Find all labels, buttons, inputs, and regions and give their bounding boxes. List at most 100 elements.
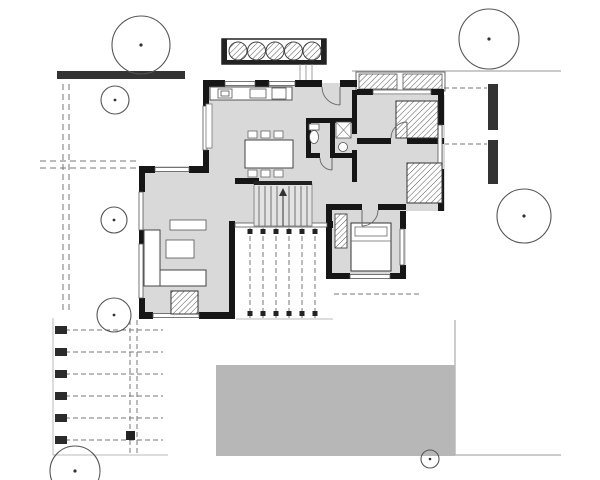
planter-bottom-bar (222, 60, 326, 64)
bed-second (406, 162, 443, 204)
planter-shrub (284, 41, 303, 61)
wall-west-living (139, 230, 145, 244)
dining-chair (247, 169, 258, 178)
wall-bath-south (306, 153, 320, 158)
entry-door-arc (321, 86, 341, 106)
tree-trunk-dot (139, 43, 143, 47)
east-retaining-wall-2 (488, 140, 498, 184)
bedroom-lower-door-arc (361, 209, 379, 227)
wall-hall (352, 90, 357, 134)
coffee-table (165, 239, 195, 259)
wall-west-upper (203, 150, 209, 173)
north-site-wall-bar (57, 71, 185, 79)
east-retaining-wall-1 (488, 84, 498, 130)
toilet-bowl (309, 130, 319, 144)
tree-canopy (49, 445, 101, 480)
drive-wall-bar-3 (55, 370, 67, 378)
tree-trunk-dot (487, 37, 491, 41)
window (138, 243, 144, 299)
bedroom-door-arc (390, 121, 408, 139)
tree-canopy (420, 449, 440, 469)
tree-canopy (100, 206, 128, 234)
pergola-post (260, 311, 266, 316)
roof-panel-hatch-2 (402, 73, 443, 90)
window (224, 81, 256, 86)
kitchen-stove (249, 88, 267, 99)
wall-top (295, 80, 322, 87)
planter-shrub (247, 41, 266, 61)
dining-chair (260, 169, 271, 178)
pergola-post (247, 229, 253, 234)
tree-trunk-dot (112, 218, 116, 222)
dining-chair (260, 130, 271, 139)
window (268, 81, 296, 86)
planter-cap-left (222, 39, 227, 64)
wall-bedroom-lower-top (326, 204, 362, 210)
dining-chair (273, 169, 284, 178)
sideboard (169, 219, 207, 231)
drive-wall-bar-6 (55, 436, 67, 444)
drive-wall-bar-2 (55, 348, 67, 356)
bath-sink (338, 142, 348, 152)
pergola-post (312, 311, 318, 316)
planter-cap-right (321, 39, 326, 64)
wall-top (255, 80, 269, 87)
tree-trunk-dot (112, 313, 116, 317)
entry-mat-hatch (170, 290, 199, 315)
pergola-post (273, 229, 279, 234)
wall-wing-top (431, 89, 444, 95)
dining-table (244, 139, 294, 169)
wall-corner (229, 221, 235, 228)
wall-stair-landing (235, 178, 259, 184)
window (437, 124, 443, 170)
pergola-post (247, 311, 253, 316)
dining-chair (273, 130, 284, 139)
wall-east-living (229, 228, 235, 319)
tree-canopy (100, 85, 130, 115)
wall-bedroom-divider (357, 138, 391, 144)
tree-canopy (111, 15, 171, 75)
wall-west-living (139, 166, 145, 192)
wall-west-upper (203, 80, 209, 106)
shower-diagonal (335, 121, 352, 139)
wall-wing-east (438, 95, 444, 125)
stairs-landing-bar (254, 181, 312, 185)
tree-trunk-dot (73, 469, 77, 473)
wall-hall (352, 150, 357, 182)
wall-bath-top (306, 118, 352, 123)
bed-master (395, 100, 439, 139)
bath-door-arc (319, 157, 333, 171)
wardrobe (334, 213, 348, 249)
wall-west-living (139, 298, 145, 319)
window (349, 274, 391, 279)
pergola-post (299, 229, 305, 234)
wall-bath-south (332, 153, 352, 158)
drive-wall-bar-4 (55, 392, 67, 400)
wall-top (203, 80, 225, 87)
wall-bedroom-lower-south (326, 273, 350, 279)
sofa-horizontal (159, 269, 207, 287)
wall-bedroom-divider (407, 138, 444, 144)
drive-wall-bar-5 (55, 414, 67, 422)
wall-bedroom-lower-south (390, 273, 406, 279)
pergola-post (312, 229, 318, 234)
toilet-tank (308, 123, 320, 131)
wall-south-living (139, 312, 153, 319)
drive-wall-bar-1 (55, 326, 67, 334)
kitchen-counter (209, 86, 293, 101)
wall-step (139, 166, 155, 173)
sofa-vertical (143, 229, 161, 287)
kitchen-fridge (271, 87, 287, 100)
tree-trunk-dot (428, 457, 432, 461)
terrace-slab (216, 365, 455, 456)
planter-shrub (302, 41, 322, 61)
wall-bedroom-lower-east (400, 211, 406, 229)
wall-south-living (199, 312, 235, 319)
tree-canopy (458, 8, 520, 70)
pergola-post (260, 229, 266, 234)
wall-bedroom-lower-east (400, 265, 406, 279)
wall-bath-mid (330, 118, 335, 158)
wall-bedroom-lower-top (378, 204, 406, 210)
